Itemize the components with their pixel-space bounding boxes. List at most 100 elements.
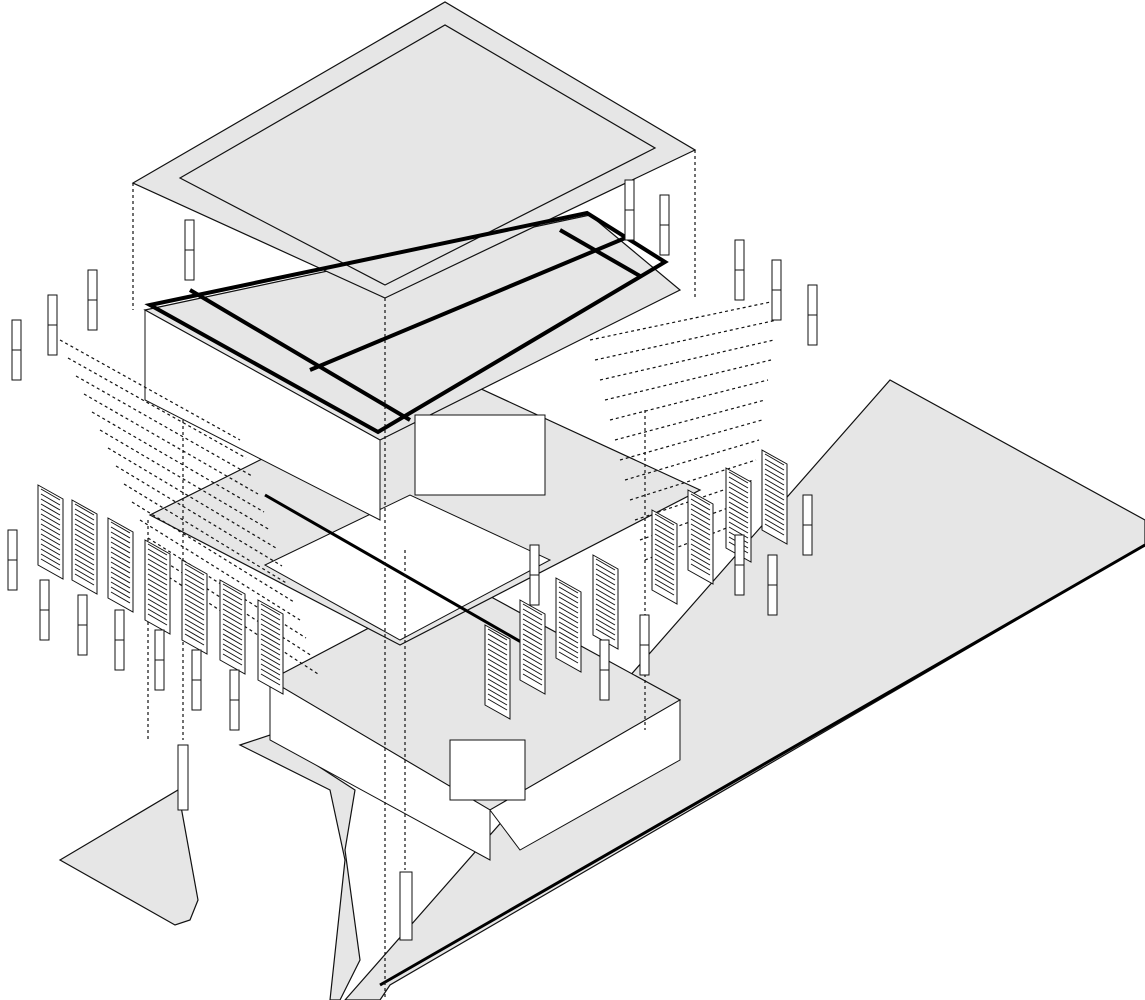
louver-slat: [487, 678, 508, 691]
horizontal-dashed-line: [629, 459, 757, 501]
louver-slat: [260, 658, 281, 671]
louver-slat: [690, 498, 711, 511]
louver-slat: [728, 481, 749, 494]
louver-slat: [147, 553, 168, 566]
louver-slat: [654, 523, 675, 536]
louver-slat: [222, 643, 243, 656]
louver-slat: [558, 651, 579, 664]
louver-slat: [522, 613, 543, 626]
louver-slat: [728, 526, 749, 539]
louver-slat: [728, 496, 749, 509]
louver-slat: [728, 511, 749, 524]
louver-panel: [592, 554, 619, 650]
louver-slat: [487, 663, 508, 676]
louver-slat: [222, 618, 243, 631]
louver-slat: [595, 573, 616, 586]
louver-slat: [522, 618, 543, 631]
louver-slat: [690, 518, 711, 531]
louver-slat: [690, 538, 711, 551]
louver-slat: [74, 513, 95, 526]
louver-slat: [690, 523, 711, 536]
louver-slat: [690, 553, 711, 566]
louver-slat: [222, 598, 243, 611]
louver-slat: [764, 478, 785, 491]
louver-slat: [558, 646, 579, 659]
louver-slat: [222, 593, 243, 606]
louver-panel: [651, 509, 678, 605]
louver-slat: [654, 518, 675, 531]
louver-panel: [519, 599, 546, 695]
louver-slat: [184, 613, 205, 626]
louver-slat: [522, 628, 543, 641]
louver-slat: [728, 491, 749, 504]
louver-slat: [147, 573, 168, 586]
horizontal-dashed-line: [604, 359, 772, 401]
louver-slat: [690, 503, 711, 516]
louver-slat: [260, 633, 281, 646]
louver-slat: [40, 518, 61, 531]
louver-panel: [219, 579, 246, 675]
louver-slat: [147, 578, 168, 591]
louver-slat: [222, 623, 243, 636]
louver-slat: [40, 528, 61, 541]
louver-slat: [690, 548, 711, 561]
louver-slat: [40, 493, 61, 506]
louver-slat: [222, 648, 243, 661]
pivot-window: [659, 194, 670, 256]
louver-slat: [184, 583, 205, 596]
louver-slat: [690, 513, 711, 526]
louver-slat: [558, 621, 579, 634]
pivot-window: [529, 544, 540, 606]
louver-slat: [654, 533, 675, 546]
louver-slat: [487, 628, 508, 641]
pivot-window: [184, 219, 195, 281]
louver-panel: [257, 599, 284, 695]
louver-slat: [654, 578, 675, 591]
louver-slat: [222, 603, 243, 616]
louver-panel: [107, 517, 134, 613]
louver-slat: [222, 613, 243, 626]
louver-slat: [654, 553, 675, 566]
louver-slat: [654, 558, 675, 571]
louver-slat: [260, 613, 281, 626]
louver-slat: [110, 561, 131, 574]
louver-slat: [147, 613, 168, 626]
louver-slat: [184, 563, 205, 576]
louver-slat: [487, 658, 508, 671]
louver-slat: [728, 486, 749, 499]
louver-slat: [764, 498, 785, 511]
louver-slat: [522, 633, 543, 646]
louver-slat: [728, 506, 749, 519]
louver-slat: [74, 523, 95, 536]
pivot-window: [87, 269, 98, 331]
louver-slat: [147, 563, 168, 576]
louver-slat: [654, 513, 675, 526]
roof-frame: [144, 210, 669, 435]
louver-slat: [595, 558, 616, 571]
louver-slat: [40, 523, 61, 536]
horizontal-dashed-line: [59, 339, 241, 441]
horizontal-dashed-line: [619, 419, 763, 461]
pivot-window: [39, 579, 50, 641]
louver-panel: [484, 624, 511, 720]
louver-slat: [728, 521, 749, 534]
louver-slat: [184, 633, 205, 646]
louver-slat: [40, 488, 61, 501]
louver-slat: [522, 658, 543, 671]
louver-slat: [764, 473, 785, 486]
pivot-window: [7, 529, 18, 591]
louver-slat: [487, 693, 508, 706]
louver-slat: [184, 573, 205, 586]
roof-frame-beam: [559, 228, 641, 278]
louver-slat: [260, 618, 281, 631]
louver-slat: [522, 673, 543, 686]
louver-slat: [40, 533, 61, 546]
louver-slat: [110, 571, 131, 584]
louver-slat: [728, 516, 749, 529]
louver-slat: [764, 458, 785, 471]
horizontal-dashed-line: [594, 319, 778, 361]
louver-slat: [764, 518, 785, 531]
louver-slat: [110, 556, 131, 569]
horizontal-dashed-line: [115, 465, 283, 567]
glazing: [449, 739, 526, 801]
